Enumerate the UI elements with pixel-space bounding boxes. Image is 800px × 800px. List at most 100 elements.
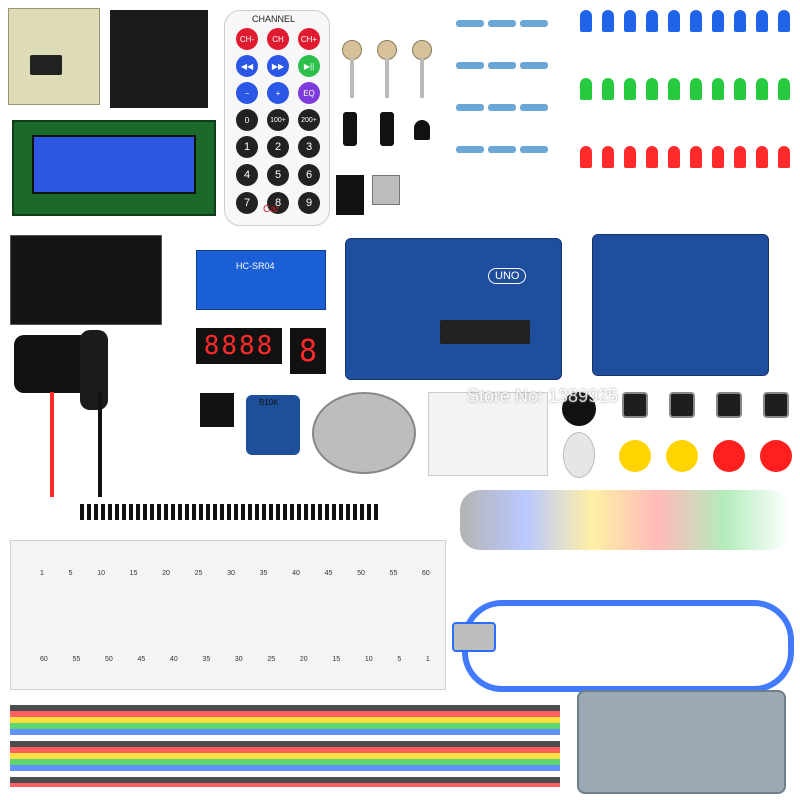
storage-box bbox=[577, 690, 786, 794]
battery-wire-red bbox=[50, 392, 54, 497]
remote-title: CHANNEL bbox=[252, 14, 296, 24]
remote-digit-4[interactable]: 4 bbox=[236, 164, 258, 186]
blue-led bbox=[580, 10, 592, 32]
red-button-cap bbox=[760, 440, 792, 472]
remote-vol-plus-button[interactable]: + bbox=[267, 82, 289, 104]
breadboard-number: 15 bbox=[332, 656, 341, 663]
breadboard-number: 30 bbox=[227, 570, 235, 577]
blue-led bbox=[624, 10, 636, 32]
remote-100-plus-button[interactable]: 100+ bbox=[267, 109, 289, 131]
red-led-row bbox=[580, 146, 790, 168]
green-led bbox=[712, 78, 724, 100]
remote-ch-button[interactable]: CH bbox=[267, 28, 289, 50]
breadboard-number: 50 bbox=[357, 570, 365, 577]
breadboard-bottom-numbers: 60 55 50 45 40 35 30 25 20 15 10 5 1 bbox=[40, 656, 430, 663]
blue-led bbox=[668, 10, 680, 32]
breadboard-number: 50 bbox=[104, 656, 113, 663]
four-digit-display: 8888 bbox=[196, 328, 282, 364]
resistor bbox=[488, 62, 516, 69]
lcd-screen bbox=[32, 135, 196, 194]
red-led bbox=[624, 146, 636, 168]
blue-led bbox=[712, 10, 724, 32]
remote-digit-6[interactable]: 6 bbox=[298, 164, 320, 186]
ribbon-wires bbox=[10, 705, 560, 787]
four-digit-text: 8888 bbox=[203, 331, 275, 361]
remote-digit-1[interactable]: 1 bbox=[236, 136, 258, 158]
remote-prev-button[interactable]: ◀◀ bbox=[236, 55, 258, 77]
red-led bbox=[668, 146, 680, 168]
resistor bbox=[456, 146, 484, 153]
blue-led bbox=[756, 10, 768, 32]
breadboard-number: 60 bbox=[422, 570, 430, 577]
breadboard-number: 30 bbox=[234, 656, 243, 663]
usb-cable bbox=[462, 600, 794, 692]
remote-digit-3[interactable]: 3 bbox=[298, 136, 320, 158]
remote-0-button[interactable]: 0 bbox=[236, 109, 258, 131]
store-watermark: Store No: 1389925 bbox=[467, 386, 619, 406]
resistor bbox=[456, 62, 484, 69]
red-led bbox=[712, 146, 724, 168]
usb-connector bbox=[452, 622, 496, 652]
barrel-plug bbox=[80, 330, 108, 410]
buzzer bbox=[562, 392, 596, 426]
blue-led bbox=[734, 10, 746, 32]
photoresistor-2 bbox=[377, 40, 397, 60]
green-led bbox=[580, 78, 592, 100]
tactile-button bbox=[622, 392, 648, 418]
breadboard-number: 1 bbox=[40, 570, 44, 577]
breadboard-number: 10 bbox=[364, 656, 373, 663]
remote-vol-minus-button[interactable]: − bbox=[236, 82, 258, 104]
red-led bbox=[580, 146, 592, 168]
resistor bbox=[520, 20, 548, 27]
breadboard-number: 45 bbox=[324, 570, 333, 577]
led-matrix bbox=[110, 10, 208, 108]
green-led bbox=[602, 78, 614, 100]
tactile-button bbox=[669, 392, 695, 418]
resistor bbox=[456, 20, 484, 27]
battery-wire-black bbox=[98, 392, 102, 497]
red-led bbox=[602, 146, 614, 168]
green-led bbox=[690, 78, 702, 100]
remote-eq-button[interactable]: EQ bbox=[298, 82, 320, 104]
remote-ch-plus-button[interactable]: CH+ bbox=[298, 28, 320, 50]
breadboard-number: 35 bbox=[202, 656, 211, 663]
remote-brand: Car bbox=[263, 204, 280, 215]
remote-play-button[interactable]: ▶|| bbox=[298, 55, 320, 77]
blue-led bbox=[646, 10, 658, 32]
remote-digit-2[interactable]: 2 bbox=[267, 136, 289, 158]
blue-led-row bbox=[580, 10, 790, 32]
potentiometer bbox=[246, 395, 300, 455]
remote-ch-minus-button[interactable]: CH- bbox=[236, 28, 258, 50]
breadboard-number: 55 bbox=[72, 656, 81, 663]
remote-next-button[interactable]: ▶▶ bbox=[267, 55, 289, 77]
stepper-motor bbox=[312, 392, 416, 474]
breadboard-number: 25 bbox=[194, 570, 203, 577]
resistor bbox=[520, 62, 548, 69]
breadboard-number: 60 bbox=[40, 656, 48, 663]
green-led bbox=[756, 78, 768, 100]
remote-digit-8[interactable]: 8 bbox=[267, 192, 289, 214]
remote-digit-7[interactable]: 7 bbox=[236, 192, 258, 214]
remote-digit-9[interactable]: 9 bbox=[298, 192, 320, 214]
breadboard-top-numbers: 1 5 10 15 20 25 30 35 40 45 50 55 60 bbox=[40, 570, 430, 577]
arduino-uno-board bbox=[345, 238, 562, 380]
remote-200-plus-button[interactable]: 200+ bbox=[298, 109, 320, 131]
tactile-button bbox=[716, 392, 742, 418]
remote-digit-5[interactable]: 5 bbox=[267, 164, 289, 186]
resistor bbox=[488, 146, 516, 153]
breadboard-number: 55 bbox=[389, 570, 398, 577]
driver-chip bbox=[30, 55, 62, 75]
blue-led bbox=[778, 10, 790, 32]
green-led bbox=[778, 78, 790, 100]
green-led bbox=[668, 78, 680, 100]
blue-led bbox=[602, 10, 614, 32]
ir-receiver bbox=[372, 175, 400, 205]
potentiometer-label: B10K bbox=[259, 398, 279, 407]
photoresistor-legs bbox=[350, 58, 354, 98]
red-led bbox=[734, 146, 746, 168]
resistor bbox=[456, 104, 484, 111]
sensor-label: HC-SR04 bbox=[236, 261, 275, 271]
transistor bbox=[414, 120, 430, 140]
breadboard-number: 20 bbox=[299, 656, 308, 663]
breadboard-number: 1 bbox=[425, 656, 430, 663]
